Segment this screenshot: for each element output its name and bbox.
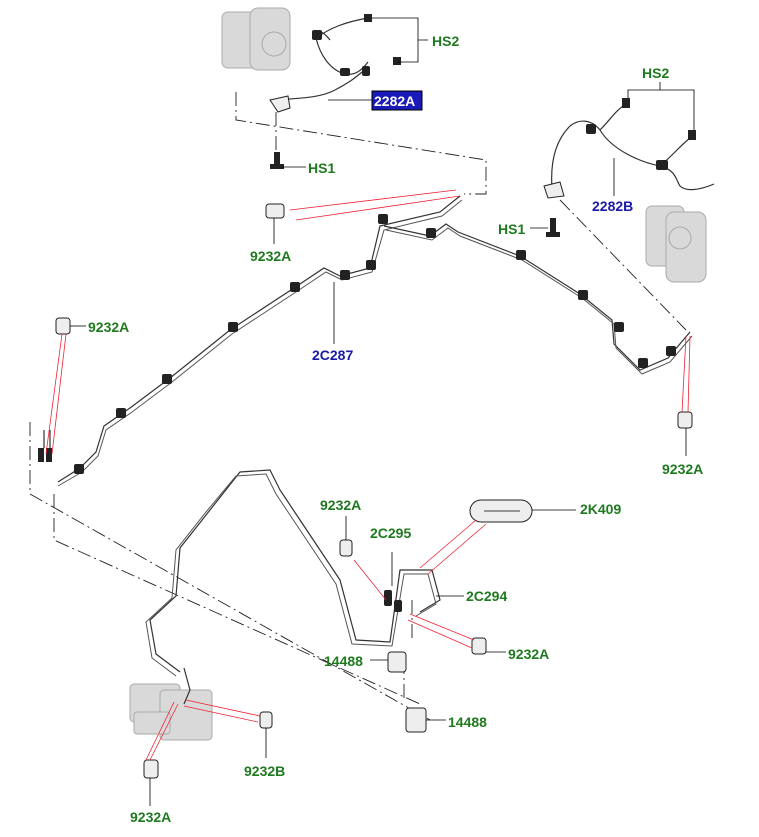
cap-9232a-4: [339, 539, 353, 557]
sensor-harness-2282b: [543, 98, 715, 199]
phantom-line-top: [235, 92, 487, 195]
hs2-top-leader: [372, 17, 428, 63]
label-9232a-4[interactable]: 9232A: [320, 497, 361, 513]
label-hs2-top[interactable]: HS2: [432, 33, 459, 49]
label-9232a-1[interactable]: 9232A: [250, 248, 291, 264]
cap-9232a-5: [471, 637, 487, 655]
phantom-line-right: [559, 199, 687, 331]
bolt-hs1-top: [270, 152, 284, 169]
label-2k409[interactable]: 2K409: [580, 501, 621, 517]
rear-right-caliper: [645, 205, 707, 283]
label-9232a-2[interactable]: 9232A: [88, 319, 129, 335]
brake-pipe-rear-run: [57, 195, 693, 487]
left-unions: [38, 430, 52, 462]
label-2c295[interactable]: 2C295: [370, 525, 411, 541]
brake-pipe-front-run: [145, 469, 441, 705]
plug-9232b: [259, 711, 273, 729]
abs-modulator-unit: [129, 683, 213, 741]
cap-9232a-3: [677, 411, 693, 429]
label-9232b[interactable]: 9232B: [244, 763, 285, 779]
connector-14488-b: [405, 707, 427, 733]
label-9232a-5[interactable]: 9232A: [508, 646, 549, 662]
label-9232a-6[interactable]: 9232A: [130, 809, 171, 825]
label-hs1-top[interactable]: HS1: [308, 160, 335, 176]
label-2282a[interactable]: 2282A: [374, 93, 415, 109]
grommet-2k409: [469, 499, 533, 523]
label-9232a-3[interactable]: 9232A: [662, 461, 703, 477]
red-indicator-lines: [45, 189, 691, 761]
cap-9232a-2: [55, 317, 71, 335]
label-2282b[interactable]: 2282B: [592, 198, 633, 214]
cap-9232a-6: [143, 759, 159, 779]
hs2-right-leader: [627, 82, 695, 130]
label-hs2-right[interactable]: HS2: [642, 65, 669, 81]
p2282a-highlight: [371, 90, 423, 111]
phantom-line-abs: [29, 422, 431, 721]
sensor-harness-2282a: [269, 14, 401, 113]
bolt-hs1-right: [546, 218, 560, 237]
connector-14488-a: [387, 651, 407, 673]
phantom-line-abs-2: [53, 494, 421, 705]
label-2c287[interactable]: 2C287: [312, 347, 353, 363]
label-14488-2[interactable]: 14488: [448, 714, 487, 730]
label-14488-1[interactable]: 14488: [324, 653, 363, 669]
front-left-caliper: [221, 7, 291, 71]
cap-9232a-1: [265, 203, 285, 219]
label-hs1-right[interactable]: HS1: [498, 221, 525, 237]
label-2c294[interactable]: 2C294: [466, 588, 507, 604]
